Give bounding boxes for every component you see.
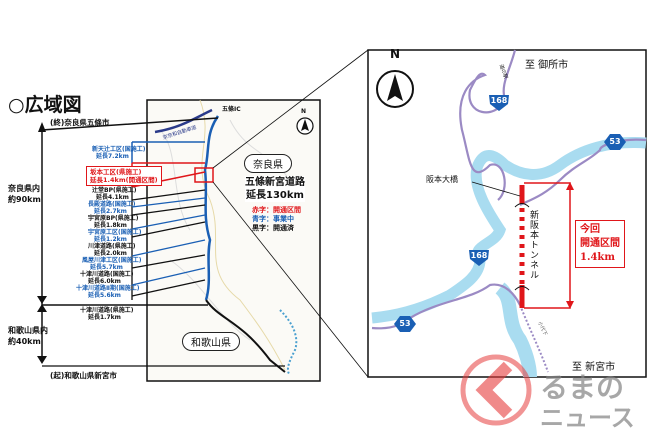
section-label: 新天辻工区(国施工)延長7.2km bbox=[92, 146, 146, 160]
section-label: 川津道路(県施工)延長2.0km bbox=[88, 243, 136, 257]
section-label: 十津川道路(国施工)延長6.0km bbox=[80, 271, 134, 285]
section-label: 十津川道路(県施工)延長1.7km bbox=[80, 307, 134, 321]
to-gose-label: 至 御所市 bbox=[525, 60, 569, 71]
legend: 赤字：開通区間 青字：事業中 黒字：開通済 bbox=[252, 206, 301, 232]
compass-n-label: N bbox=[390, 47, 401, 61]
page-title: ○広域図 bbox=[8, 94, 82, 116]
zoom-box bbox=[194, 167, 214, 183]
road-name: 五條新宮道路延長130km bbox=[245, 176, 305, 202]
route-168-number: 168 bbox=[470, 251, 488, 260]
route-53-number: 53 bbox=[399, 319, 411, 328]
route-line bbox=[203, 115, 220, 301]
watermark-text: るまの bbox=[540, 371, 625, 404]
start-point-label: (起)和歌山県新宮市 bbox=[50, 371, 117, 380]
route-53-shield bbox=[394, 316, 416, 332]
section-label: 宇宮原工区(国施工)延長1.2km bbox=[88, 229, 142, 243]
section-label: 辻堂BP(県施工)延長4.1km bbox=[92, 187, 137, 201]
end-point-label: (終)奈良県五條市 bbox=[50, 118, 110, 127]
route-53-number: 53 bbox=[609, 137, 621, 146]
wakayama-section-label: 和歌山県内約40km bbox=[8, 326, 48, 346]
nara-section-label: 奈良県内約90km bbox=[8, 184, 41, 204]
section-label: 宇宮原BP(県施工)延長1.8km bbox=[88, 215, 139, 229]
tunnel-label: 新阪本トンネル bbox=[528, 210, 538, 280]
open-section-label: 坂本工区(県施工)延長1.4km(開通区間) bbox=[86, 166, 162, 186]
boundary-line bbox=[199, 99, 286, 371]
nara-pref-label: 奈良県 bbox=[244, 154, 292, 173]
section-label: 風屋川津工区(国施工)延長5.7km bbox=[82, 257, 142, 271]
to-shingu-label: 至 新宮市 bbox=[572, 362, 616, 373]
compass-n-label: N bbox=[301, 108, 307, 115]
route-168-number: 168 bbox=[490, 96, 508, 105]
expressway bbox=[154, 108, 213, 134]
river bbox=[371, 136, 647, 324]
logo-icon bbox=[460, 354, 532, 426]
section-label: 十津川道路Ⅱ期(国施工)延長5.6km bbox=[76, 285, 140, 299]
route-168-shield bbox=[489, 95, 509, 111]
bridge-label: 阪本大橋 bbox=[426, 175, 458, 184]
route-53-shield bbox=[604, 134, 626, 150]
section-label: 長殿道路(国施工)延長2.7km bbox=[88, 201, 136, 215]
interchange-label: 五條IC bbox=[222, 106, 241, 113]
route-168-shield bbox=[469, 250, 489, 266]
watermark-text: ニュース bbox=[540, 404, 635, 432]
wakayama-pref-label: 和歌山県 bbox=[182, 332, 240, 351]
